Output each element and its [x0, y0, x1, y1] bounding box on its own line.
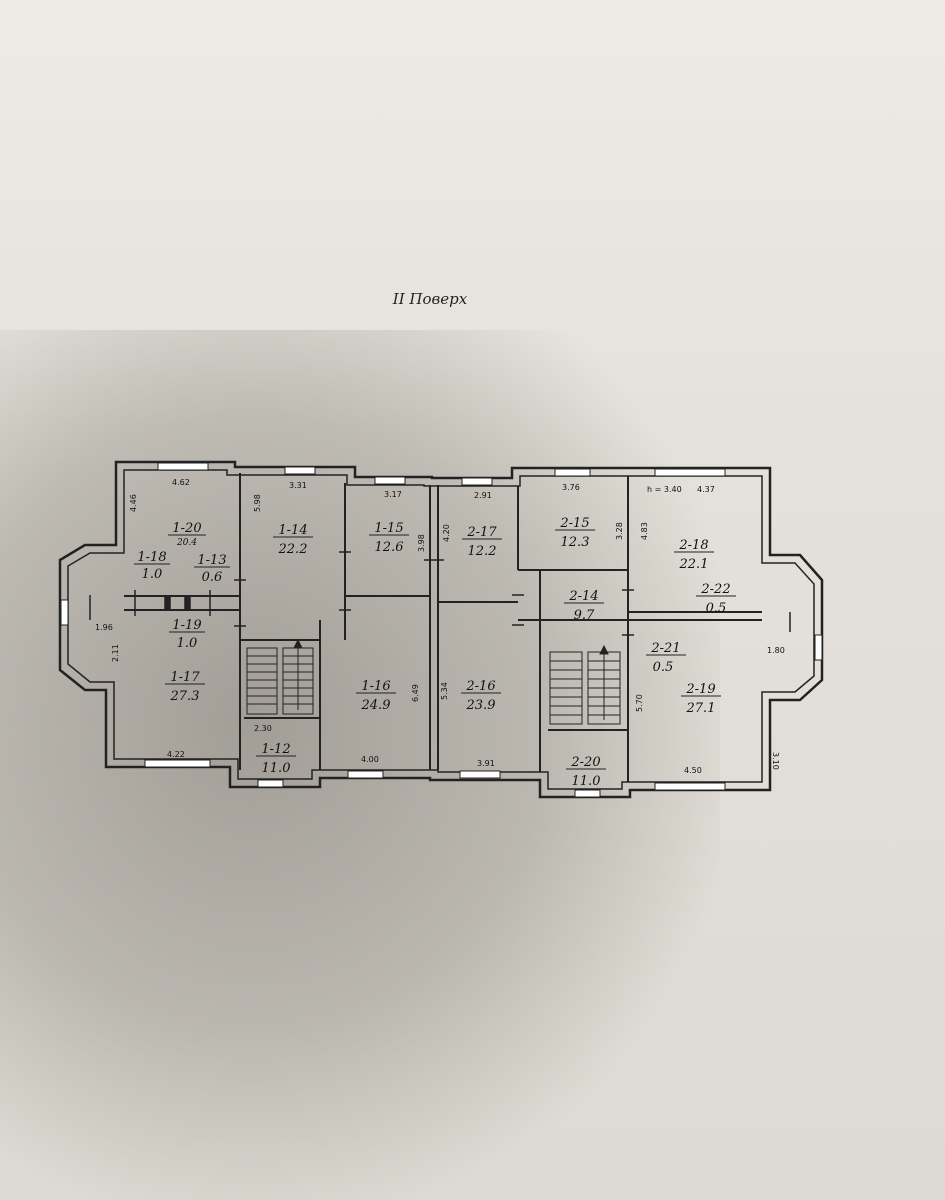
- dimension: 2.11: [111, 644, 120, 662]
- room-id: 1-13: [197, 553, 226, 568]
- room-id: 2-17: [466, 525, 497, 540]
- dimension: 3.17: [384, 490, 402, 499]
- dimension: 2.91: [474, 491, 492, 500]
- dimension: 6.49: [411, 684, 420, 702]
- dimension: 4.00: [361, 755, 379, 764]
- room-id: 1-19: [172, 618, 201, 633]
- dimension: 3.98: [417, 534, 426, 552]
- room-labels: 1-20 20.4 1-18 1.0 1-13 0.6 1-19 1.0 1-1…: [134, 516, 736, 789]
- dimension: 5.98: [253, 494, 262, 512]
- dimension: 1.80: [767, 646, 785, 655]
- room-area: 11.0: [262, 761, 291, 776]
- room-area: 27.1: [686, 701, 716, 716]
- outer-walls: [58, 460, 824, 799]
- dimension: 4.62: [172, 478, 190, 487]
- page-title: II Поверх: [392, 290, 468, 308]
- room-area: 9.7: [574, 608, 595, 623]
- dimension: 4.22: [167, 750, 185, 759]
- dimension: 3.91: [477, 759, 495, 768]
- interior-walls: [124, 473, 762, 782]
- room-area: 12.2: [468, 544, 497, 559]
- room-area: 0.5: [653, 660, 674, 675]
- room-id: 2-15: [559, 516, 589, 531]
- dimension: 4.20: [442, 524, 451, 542]
- room-area: 12.3: [561, 535, 590, 550]
- room-area: 22.1: [679, 557, 709, 572]
- room-id: 2-16: [465, 679, 495, 694]
- dimension: 5.70: [635, 694, 644, 712]
- room-id: 2-14: [568, 589, 598, 604]
- room-area: 11.0: [572, 774, 601, 789]
- room-id: 1-14: [278, 523, 307, 538]
- staircase-right: [549, 644, 621, 725]
- dimension: 2.30: [254, 724, 272, 733]
- room-area: 12.6: [375, 540, 404, 555]
- room-id: 2-18: [678, 538, 708, 553]
- room-area: 1.0: [177, 636, 198, 651]
- door-marks: [89, 551, 791, 636]
- room-area: 0.5: [706, 601, 727, 616]
- dimension: 3.76: [562, 483, 580, 492]
- dimension: 3.10: [771, 752, 780, 770]
- height-note: h = 3.40: [647, 485, 682, 494]
- room-area: 0.6: [202, 570, 223, 585]
- room-area: 1.0: [142, 567, 163, 582]
- dimension: 4.83: [640, 522, 649, 540]
- dimension: 4.50: [684, 766, 702, 775]
- room-area: 20.4: [176, 538, 197, 548]
- room-id: 1-18: [137, 550, 166, 565]
- room-id: 2-20: [570, 755, 600, 770]
- room-id: 1-16: [361, 679, 390, 694]
- dimension: 3.31: [289, 481, 307, 490]
- room-area: 23.9: [466, 698, 496, 713]
- room-area: 22.2: [278, 542, 308, 557]
- dimension: 5.34: [440, 682, 449, 700]
- dimension: 3.28: [615, 522, 624, 540]
- room-id: 1-17: [170, 670, 200, 685]
- room-area: 27.3: [170, 689, 200, 704]
- staircase-left: [246, 638, 314, 715]
- room-id: 2-22: [700, 582, 730, 597]
- windows: [60, 462, 823, 798]
- room-id: 2-19: [685, 682, 715, 697]
- dimension-labels: 4.62 4.46 5.98 3.31 3.17 3.98 2.91 4.20 …: [95, 478, 785, 775]
- room-id: 1-15: [374, 521, 403, 536]
- dimension: 1.96: [95, 623, 113, 632]
- room-area: 24.9: [361, 698, 391, 713]
- room-id: 1-20: [172, 521, 201, 536]
- dimension: 4.46: [129, 494, 138, 512]
- room-id: 1-12: [261, 742, 290, 757]
- room-id: 2-21: [650, 641, 680, 656]
- dimension: 4.37: [697, 485, 715, 494]
